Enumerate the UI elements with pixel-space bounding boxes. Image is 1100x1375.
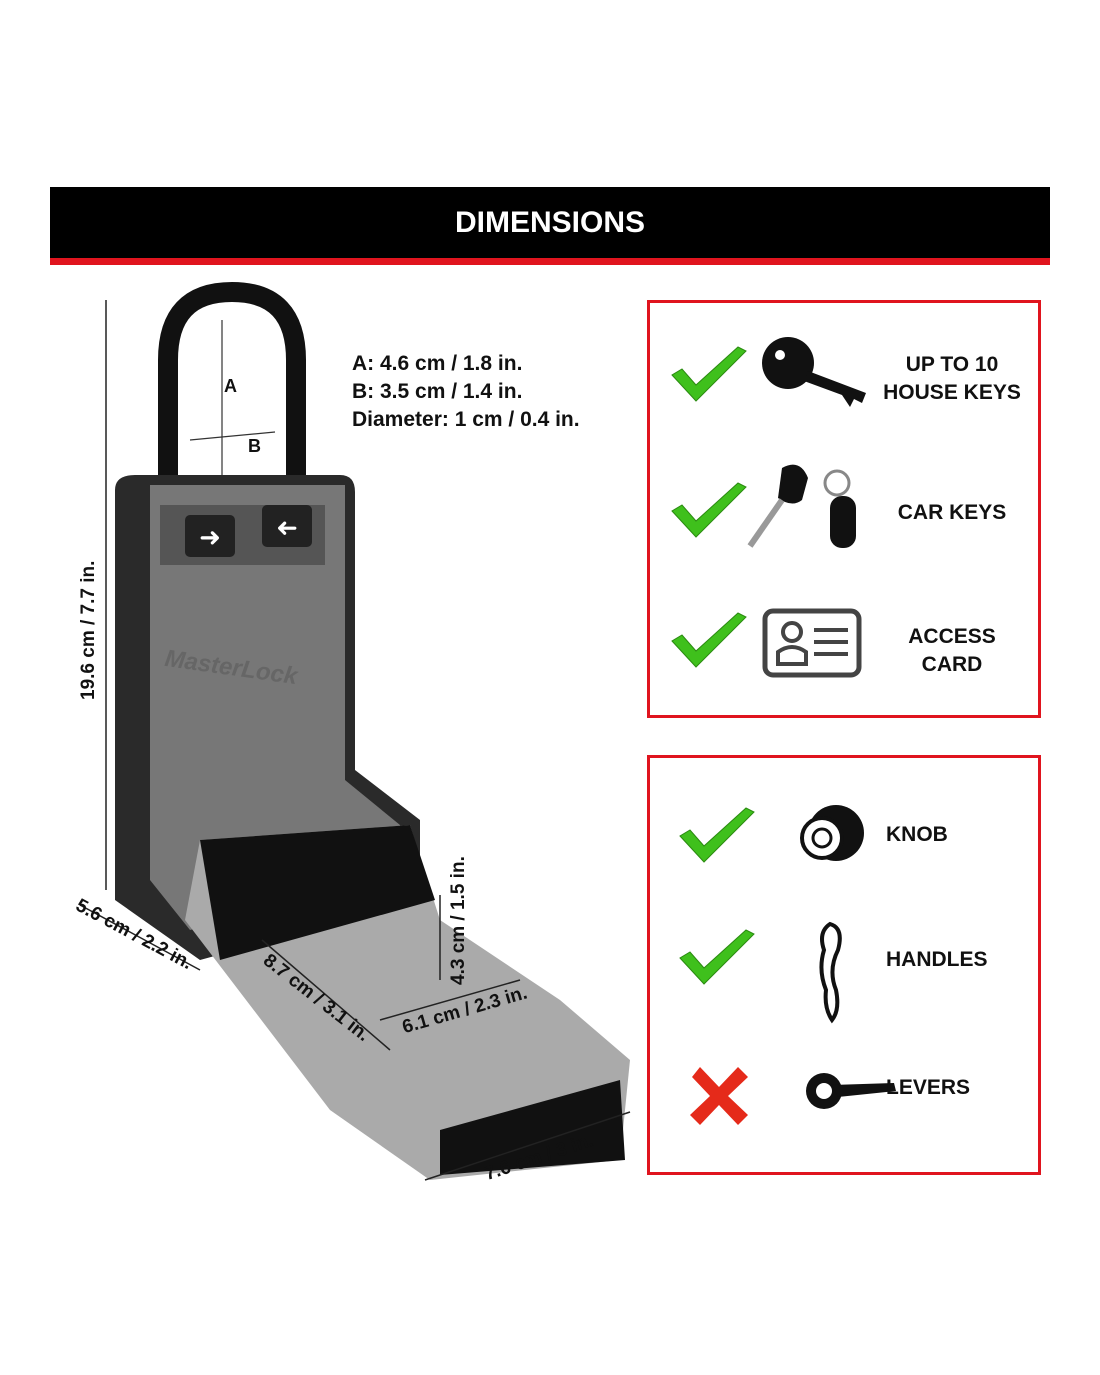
fit-label-levers: LEVERS <box>886 1076 971 1099</box>
door-fit-panel: KNOB HANDLES LEVERS <box>647 755 1041 1175</box>
shackle <box>158 281 306 490</box>
fit-label-knob: KNOB <box>886 823 948 846</box>
height-dimension: 19.6 cm / 7.7 in. <box>78 560 99 700</box>
key-hook-block <box>200 825 435 960</box>
spec-a: A: 4.6 cm / 1.8 in. <box>352 352 523 375</box>
check-icon <box>671 346 747 402</box>
spec-b: B: 3.5 cm / 1.4 in. <box>352 380 523 403</box>
car-key-icon <box>747 464 856 548</box>
spec-diameter: Diameter: 1 cm / 0.4 in. <box>352 408 580 431</box>
combination-dials <box>440 1080 625 1175</box>
svg-text:➜: ➜ <box>276 514 298 544</box>
capacity-label-car-keys: CAR KEYS <box>897 501 1007 524</box>
house-key-icon <box>762 337 866 407</box>
check-icon <box>679 807 755 863</box>
capacity-panel: UP TO 10 HOUSE KEYS CAR KEYS ACCESS CARD <box>647 300 1041 718</box>
lever-icon <box>806 1073 896 1109</box>
shackle-label-a: A <box>224 376 237 396</box>
svg-text:➜: ➜ <box>199 522 221 552</box>
lockbox-illustration: ➜ ➜ MasterLock <box>79 281 631 1181</box>
check-icon <box>671 612 747 668</box>
inner-height-dimension: 4.3 cm / 1.5 in. <box>448 856 469 985</box>
shackle-label-b: B <box>248 436 261 456</box>
access-card-icon <box>762 608 862 678</box>
knob-icon <box>800 805 864 861</box>
check-icon <box>679 929 755 985</box>
capacity-label-house-keys: UP TO 10 HOUSE KEYS <box>883 353 1021 404</box>
cross-icon <box>690 1067 748 1125</box>
header-bar: DIMENSIONS <box>50 187 1050 265</box>
right-arrow-button <box>185 515 235 557</box>
lockbox-interior <box>150 485 400 930</box>
fit-label-handles: HANDLES <box>886 948 988 971</box>
page-title: DIMENSIONS <box>454 205 646 239</box>
left-arrow-button <box>262 505 312 547</box>
capacity-label-access-card: ACCESS CARD <box>908 625 996 676</box>
shackle-specs: A: 4.6 cm / 1.8 in. B: 3.5 cm / 1.4 in. … <box>352 350 580 434</box>
handle-icon <box>819 921 842 1024</box>
check-icon <box>671 482 747 538</box>
